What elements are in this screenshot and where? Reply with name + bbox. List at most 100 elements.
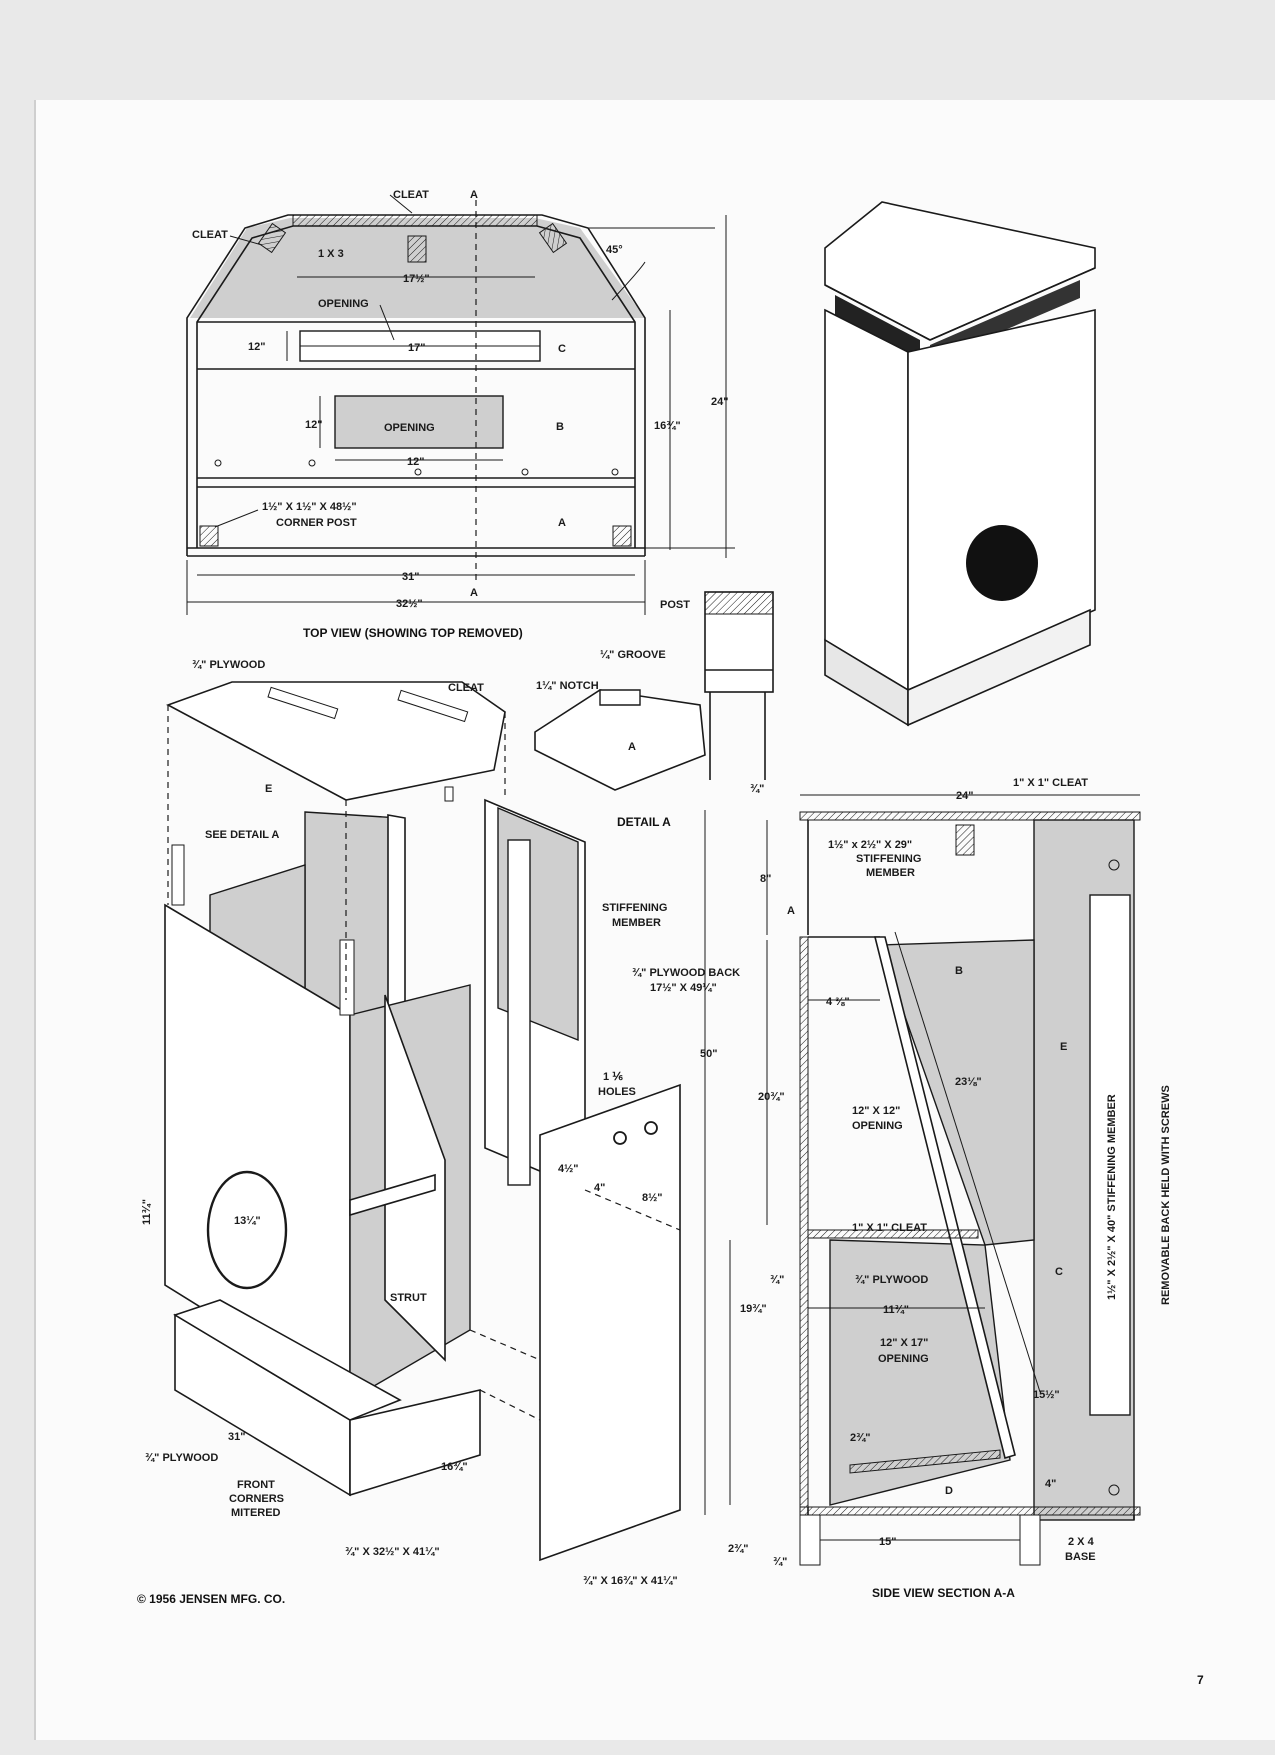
- label-ply-side: ¾" PLYWOOD: [855, 1274, 928, 1286]
- dim-15: 15": [879, 1536, 896, 1548]
- dim-4-375: 4 ⅜": [826, 996, 850, 1008]
- label-e: E: [265, 783, 272, 795]
- label-c-side: C: [1055, 1266, 1063, 1278]
- label-corner-post-2: CORNER POST: [276, 517, 357, 529]
- label-detail-a-part: A: [628, 741, 636, 753]
- label-panel-b: B: [556, 421, 564, 433]
- label-front-1: FRONT: [237, 1479, 275, 1491]
- dim-17-5: 17½": [403, 273, 430, 285]
- dim-16-75-exploded: 16¾": [441, 1461, 468, 1473]
- label-corner-post: 1½" X 1½" X 48½": [262, 501, 357, 513]
- page-number: 7: [1197, 1673, 1204, 1687]
- dim-13-25: 13¼": [234, 1215, 261, 1227]
- label-stiff-1: 1½" x 2½" X 29": [828, 839, 912, 851]
- label-ply-back-dim: 17½" X 49¼": [650, 982, 717, 994]
- label-see-detail: SEE DETAIL A: [205, 829, 279, 841]
- dim-31-exploded: 31": [228, 1431, 245, 1443]
- dim-2-75b: 2¾": [728, 1543, 749, 1555]
- dim-24: 24": [711, 396, 728, 408]
- copyright-text: © 1956 JENSEN MFG. CO.: [137, 1592, 285, 1606]
- label-ply-back: ¾" PLYWOOD BACK: [632, 967, 740, 979]
- label-cleat-top: CLEAT: [393, 189, 429, 201]
- dim-4-5: 4½": [558, 1163, 579, 1175]
- label-stiff-2: STIFFENING: [856, 853, 921, 865]
- label-cleat: CLEAT: [448, 682, 484, 694]
- dim-19-75: 19¾": [740, 1303, 767, 1315]
- dim-16-75: 16¾": [654, 420, 681, 432]
- label-strut: STRUT: [390, 1292, 427, 1304]
- dim-24-side: 24": [956, 790, 973, 802]
- dim-12c: 12": [407, 456, 424, 468]
- label-notch: 1¼" NOTCH: [536, 680, 599, 692]
- dim-23: 23⅛": [955, 1076, 982, 1088]
- exploded-view-labels: ¾" PLYWOOD CLEAT E SEE DETAIL A STIFFENI…: [141, 659, 740, 1587]
- label-base-1: 2 X 4: [1068, 1536, 1095, 1548]
- label-panel-a: A: [558, 517, 566, 529]
- label-section-a-bottom: A: [470, 587, 478, 599]
- label-stiff-member-vert: 1½" X 2½" X 40" STIFFENING MEMBER: [1106, 1094, 1118, 1300]
- speaker-cutout-icon: [206, 1170, 288, 1290]
- exploded-view-drawing: [164, 681, 681, 1562]
- label-member: MEMBER: [612, 917, 661, 929]
- label-holes-1: 1 ⅙: [603, 1071, 623, 1083]
- label-d-side: D: [945, 1485, 953, 1497]
- label-open-12x12-1: 12" X 12": [852, 1105, 900, 1117]
- detail-a-drawing: [534, 591, 774, 791]
- dim-three-quarter-mid: ¾": [770, 1274, 784, 1286]
- top-view-caption: TOP VIEW (SHOWING TOP REMOVED): [303, 626, 523, 640]
- dim-11-75-side: 11¾": [883, 1304, 909, 1316]
- dim-4-side: 4": [1045, 1478, 1056, 1490]
- dim-15-5: 15½": [1033, 1389, 1060, 1401]
- label-cleat-1x1: 1" X 1" CLEAT: [1013, 777, 1088, 789]
- detail-a-caption: DETAIL A: [617, 815, 671, 829]
- label-ply-front: ¾" PLYWOOD: [145, 1452, 218, 1464]
- label-base-2: BASE: [1065, 1551, 1096, 1563]
- dim-2-75a: 2¾": [850, 1432, 871, 1444]
- side-view-caption: SIDE VIEW SECTION A-A: [872, 1586, 1015, 1600]
- side-view-drawing: [704, 794, 1141, 1566]
- top-view-labels: CLEAT A CLEAT 1 X 3 45° 17½" OPENING 12"…: [192, 189, 728, 640]
- dim-32-5: 32½": [396, 598, 423, 610]
- top-view-drawing: [186, 194, 735, 615]
- label-opening-2: OPENING: [384, 422, 435, 434]
- label-angle: 45°: [606, 244, 623, 256]
- label-b-side: B: [955, 965, 963, 977]
- label-open-12x12-2: OPENING: [852, 1120, 903, 1132]
- label-back-panel: ¾" X 16¾" X 41¼": [583, 1575, 678, 1587]
- dim-31: 31": [402, 571, 419, 583]
- dim-11-75: 11¾": [141, 1199, 153, 1225]
- label-stiff-3: MEMBER: [866, 867, 915, 879]
- label-front-2: CORNERS: [229, 1493, 284, 1505]
- label-open-12x17-2: OPENING: [878, 1353, 929, 1365]
- label-open-12x17-1: 12" X 17": [880, 1337, 928, 1349]
- label-side-panel: ¾" X 32½" X 41¼": [345, 1546, 440, 1558]
- label-cleat-left: CLEAT: [192, 229, 228, 241]
- label-cleat-1x1-b: 1" X 1" CLEAT: [852, 1222, 927, 1234]
- dim-50: 50": [700, 1048, 717, 1060]
- dim-8-5: 8½": [642, 1192, 663, 1204]
- dim-20-75: 20¾": [758, 1091, 785, 1103]
- side-view-labels: ¾" 24" 1" X 1" CLEAT 1½" x 2½" X 29" STI…: [700, 777, 1172, 1600]
- dim-12b: 12": [305, 419, 322, 431]
- label-removable-back: REMOVABLE BACK HELD WITH SCREWS: [1160, 1085, 1172, 1305]
- label-section-a-top: A: [470, 189, 478, 201]
- label-post: POST: [660, 599, 690, 611]
- label-plywood-top: ¾" PLYWOOD: [192, 659, 265, 671]
- label-opening-1: OPENING: [318, 298, 369, 310]
- label-panel-c: C: [558, 343, 566, 355]
- dim-three-quarter-top: ¾": [750, 783, 764, 795]
- dim-12a: 12": [248, 341, 265, 353]
- label-front-3: MITERED: [231, 1507, 281, 1519]
- label-stiffening: STIFFENING: [602, 902, 667, 914]
- dim-8: 8": [760, 873, 771, 885]
- cabinet-perspective: [824, 201, 1096, 727]
- label-a-side: A: [787, 905, 795, 917]
- dim-three-quarter-bot: ¾": [773, 1556, 787, 1568]
- speaker-hole-icon: [966, 525, 1038, 601]
- label-e-side: E: [1060, 1041, 1067, 1053]
- label-groove: ¼" GROOVE: [600, 649, 666, 661]
- detail-a-labels: POST ¼" GROOVE 1¼" NOTCH A DETAIL A: [536, 599, 690, 829]
- dim-17: 17": [408, 342, 425, 354]
- label-holes-2: HOLES: [598, 1086, 636, 1098]
